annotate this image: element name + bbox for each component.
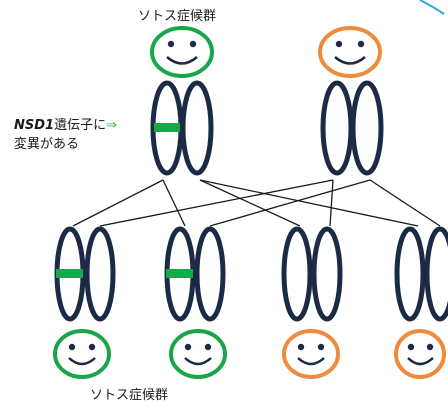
line-p1b-c3 [199,179,301,227]
mutation-label-line2: 変異がある [14,137,80,152]
gene-name: NSD1 [14,118,55,133]
parent-right-chromosomes [320,80,384,176]
child-3-chromosomes [281,226,343,322]
arrow-icon: ⇒ [106,118,118,133]
child-2-face [169,329,227,379]
child-1-face [53,329,111,379]
mutation-label-line1: NSD1遺伝子に⇒ [14,118,117,134]
line-p2b-c2 [209,179,371,227]
mutation-marker [154,123,180,132]
line-p1a-c2 [162,179,186,227]
line-p2a-c1 [99,179,334,227]
parent-left-chromosomes [150,80,214,176]
child-2-chromosomes [164,226,226,322]
bottom-affected-label: ソトス症候群 [90,388,169,403]
child-4-face [394,329,446,379]
mutation-label-suffix: 遺伝子に [54,118,107,133]
corner-accent [419,0,445,15]
mutation-marker [56,269,83,278]
child-3-face [282,329,340,379]
inheritance-lines [72,179,441,227]
parent-right-face [318,26,382,78]
child-4-chromosomes [394,226,448,322]
top-affected-label: ソトス症候群 [138,9,217,24]
parent-left-face [150,26,214,78]
child-1-chromosomes [54,226,116,322]
line-p1b-c4 [199,179,419,227]
mutation-marker [166,269,193,278]
line-p2b-c4 [369,179,441,227]
line-p1a-c1 [72,179,164,227]
line-p2a-c3 [329,179,334,227]
